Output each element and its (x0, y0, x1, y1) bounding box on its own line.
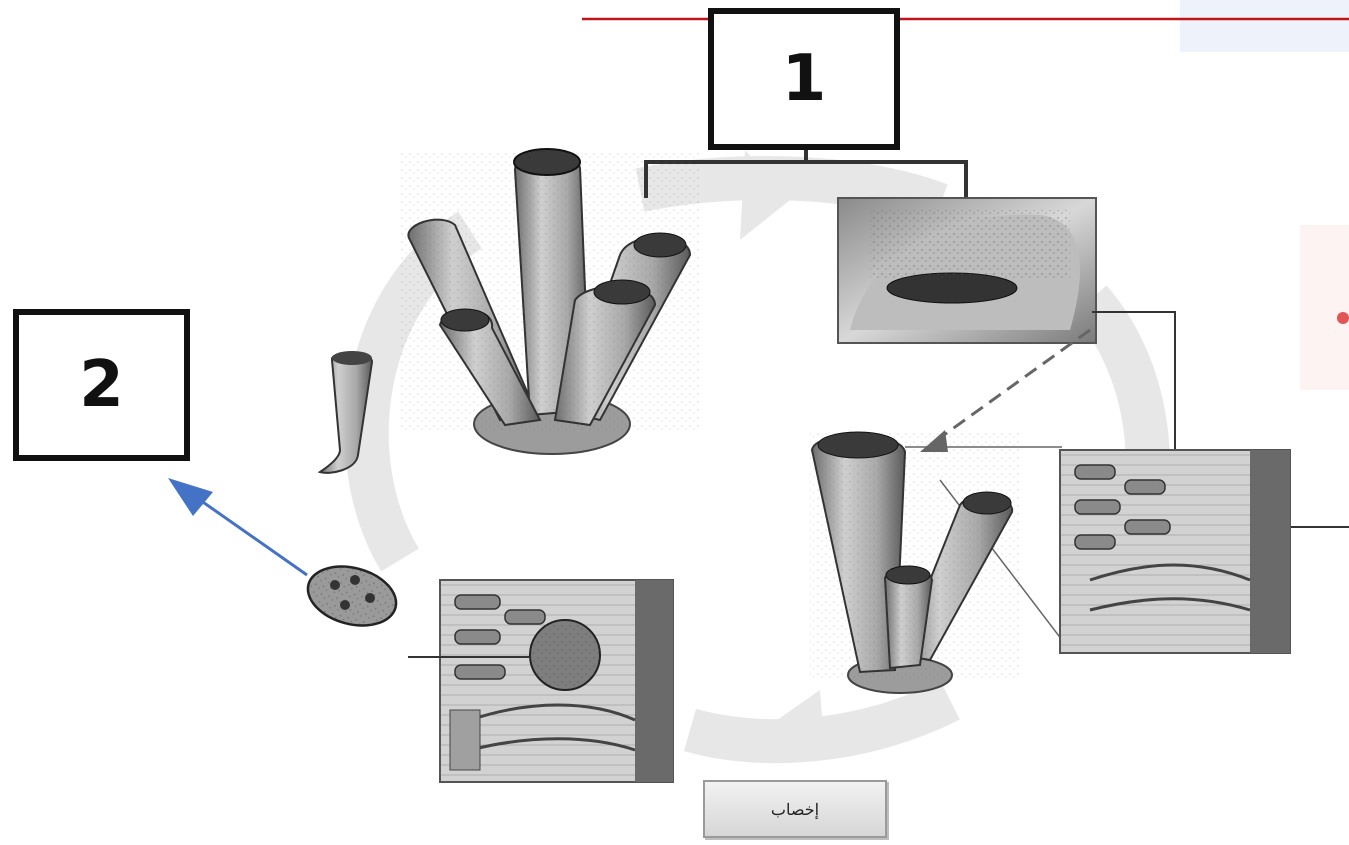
blue-arrow-line (190, 493, 307, 575)
label-box-1: 1 (708, 8, 900, 150)
caption-fertilization: إخصاب (703, 780, 887, 838)
blue-arrowhead (168, 478, 213, 516)
larva-icon (301, 557, 402, 634)
blue-tint-patch (1180, 0, 1349, 52)
sponge-wall-section-left (440, 580, 673, 782)
red-dot (1337, 312, 1349, 324)
sponge-colony-small (810, 430, 1020, 693)
pink-tint-patch (1300, 225, 1349, 390)
sponge-osculum-closeup (838, 198, 1096, 343)
sponge-colony-large (400, 149, 700, 454)
sponge-wall-section-right (1060, 450, 1290, 653)
dashed-arrow (930, 330, 1090, 445)
label-box-2: 2 (13, 309, 190, 461)
